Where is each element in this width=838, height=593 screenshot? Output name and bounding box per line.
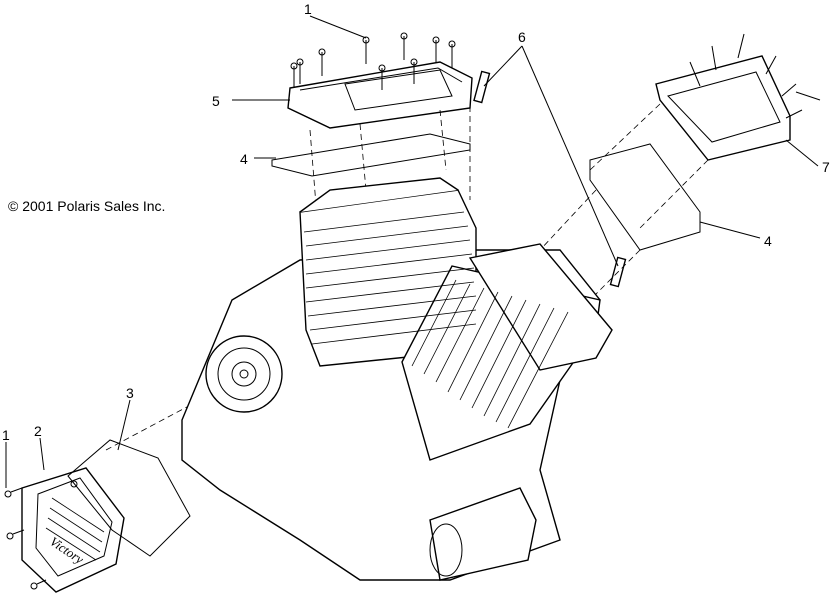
copyright-notice: © 2001 Polaris Sales Inc.	[8, 198, 166, 214]
callout-1-top: 1	[304, 1, 312, 17]
callout-7: 7	[822, 159, 830, 175]
callout-4-right: 4	[764, 233, 772, 249]
cam-cover-gasket	[67, 439, 191, 557]
callout-2: 2	[34, 423, 42, 439]
cam-cover: Victory	[21, 467, 125, 593]
front-gasket	[589, 143, 701, 251]
cam-cover-bolts	[4, 480, 78, 590]
callout-6: 6	[518, 29, 526, 45]
rear-cylinder-fins	[303, 211, 477, 345]
leader-lines	[5, 15, 821, 488]
callout-5: 5	[212, 93, 220, 109]
engine-body	[181, 177, 613, 581]
alignment-lines	[105, 103, 709, 451]
rear-gasket	[271, 133, 471, 177]
valve-cover-bolts-top	[290, 32, 456, 90]
front-cylinder-fins	[411, 279, 569, 429]
callout-3: 3	[126, 385, 134, 401]
rear-spark-plug	[473, 70, 491, 104]
rear-valve-cover	[287, 61, 473, 129]
callout-1-left: 1	[2, 427, 10, 443]
callout-4-left: 4	[240, 151, 248, 167]
front-valve-cover	[655, 33, 803, 161]
